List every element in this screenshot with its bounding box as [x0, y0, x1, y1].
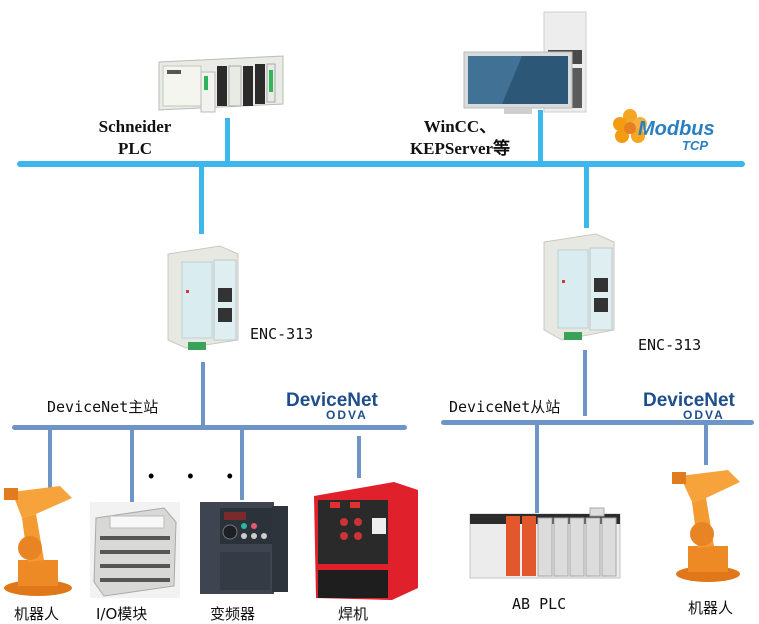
link-gateway-left	[199, 164, 204, 234]
link-schneider-plc	[225, 118, 230, 164]
ab-plc-icon[interactable]	[469, 507, 630, 580]
welder-icon[interactable]	[310, 478, 422, 602]
ab-plc-label: AB PLC	[512, 595, 567, 613]
schneider-plc-icon[interactable]	[155, 52, 287, 118]
modbus-tcp-logo: Modbus TCP	[612, 108, 742, 154]
vfd-label: 变频器	[210, 605, 256, 623]
robot-left-label: 机器人	[14, 605, 60, 623]
io-module-icon[interactable]	[90, 502, 180, 598]
link-wincc-pc	[538, 110, 543, 164]
drop-io-module	[130, 428, 134, 502]
devicenet-master-bus	[12, 425, 407, 430]
drop-welder	[357, 436, 361, 478]
gateway-left-icon[interactable]	[164, 244, 244, 352]
wincc-label-line2: KEPServer等	[409, 139, 511, 158]
robot-left-icon[interactable]	[0, 478, 80, 598]
computer-icon[interactable]	[462, 10, 592, 116]
robot-right-label: 机器人	[688, 599, 734, 617]
vfd-icon[interactable]	[198, 500, 290, 596]
odva-logo-text: ODVA	[326, 408, 368, 422]
devicenet-logo-text: DeviceNet	[643, 390, 735, 411]
devicenet-slave-label: DeviceNet从站	[449, 398, 561, 416]
drop-vfd	[240, 428, 244, 500]
ellipsis-more-devices: • • •	[148, 466, 247, 486]
devicenet-master-logo: DeviceNet ODVA	[286, 390, 396, 424]
schneider-plc-label-line2: PLC	[118, 139, 152, 158]
drop-robot-left	[48, 428, 52, 490]
link-gateway-right-devicenet	[583, 350, 587, 416]
welder-label: 焊机	[338, 605, 369, 623]
modbus-logo-text: Modbus	[638, 118, 715, 140]
drop-ab-plc	[535, 423, 539, 513]
gateway-left-label: ENC-313	[250, 325, 314, 343]
devicenet-slave-logo: DeviceNet ODVA	[643, 390, 753, 424]
drop-robot-right	[704, 423, 708, 465]
schneider-plc-label-line1: Schneider	[98, 117, 172, 136]
io-module-label: I/O模块	[96, 605, 148, 623]
wincc-label-line1: WinCC、	[423, 117, 497, 136]
gateway-right-label: ENC-313	[638, 336, 702, 354]
link-gateway-right	[584, 164, 589, 228]
robot-right-icon[interactable]	[666, 462, 748, 586]
wincc-label: WinCC、 KEPServer等	[395, 116, 525, 160]
devicenet-slave-bus	[441, 420, 754, 425]
link-gateway-left-devicenet	[201, 362, 205, 428]
ethernet-bus	[17, 161, 745, 167]
gateway-right-icon[interactable]	[540, 232, 620, 344]
modbus-logo-subtext: TCP	[682, 138, 708, 153]
devicenet-logo-text: DeviceNet	[286, 390, 378, 411]
modbus-flower-icon	[613, 109, 647, 143]
schneider-plc-label: Schneider PLC	[80, 116, 190, 160]
devicenet-master-label: DeviceNet主站	[47, 398, 159, 416]
odva-logo-text: ODVA	[683, 408, 725, 422]
